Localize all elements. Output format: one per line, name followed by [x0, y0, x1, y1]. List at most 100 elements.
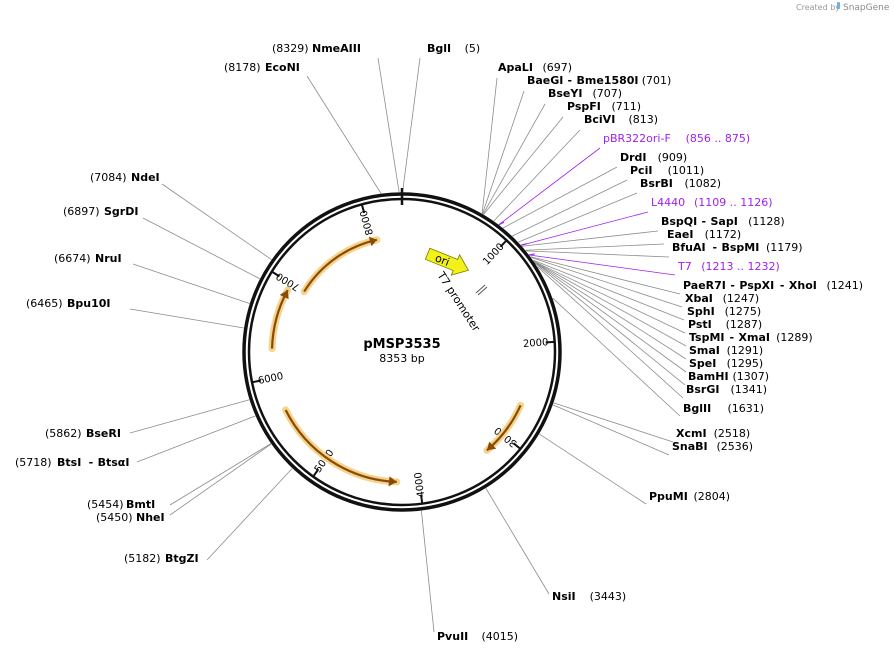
- site-position: (1213 .. 1232): [701, 260, 780, 273]
- orf-arrow-head: [486, 441, 497, 451]
- ori-arrow: [424, 247, 469, 276]
- site-name: BtgZI: [165, 552, 199, 565]
- site-eaei[interactable]: EaeI(1172): [667, 228, 741, 241]
- site-name: SgrDI: [104, 205, 138, 218]
- tick-label: 4000: [413, 471, 427, 498]
- site-bseri[interactable]: (5862)BseRI: [45, 427, 121, 440]
- site-position: (1307): [733, 370, 770, 383]
- site-drdi[interactable]: DrdI(909): [620, 151, 687, 164]
- site-position: (5454): [87, 498, 124, 511]
- site-name: BciVI: [584, 113, 615, 126]
- site-sphi[interactable]: SphI (1275): [687, 305, 761, 318]
- site-btgzi[interactable]: (5182)BtgZI: [124, 552, 199, 565]
- site-separator: -: [89, 456, 94, 469]
- leader-line: [521, 211, 649, 246]
- site-bseyi[interactable]: BseYI(707): [548, 87, 622, 100]
- orf-arrow: [303, 238, 378, 293]
- leader-line: [533, 261, 687, 347]
- site-apali[interactable]: ApaLI(697): [498, 61, 572, 74]
- site-bamhi[interactable]: BamHI(1307): [688, 370, 769, 383]
- site-name-3: XhoI: [789, 279, 817, 292]
- site-xcmi[interactable]: XcmI(2518): [676, 427, 750, 440]
- site-name-2: XmaI: [739, 331, 770, 344]
- leader-line: [485, 488, 550, 595]
- tick-mark: [272, 271, 280, 278]
- tick-label: 6000: [257, 371, 284, 387]
- site-btsi[interactable]: (5718)BtsI-BtsαI: [15, 456, 129, 469]
- leader-line: [402, 57, 421, 193]
- site-position: (707): [593, 87, 623, 100]
- leader-line: [377, 57, 400, 193]
- site-pbr322ori-f[interactable]: pBR322ori-F(856 .. 875): [603, 132, 750, 145]
- site-bsrbi[interactable]: BsrBI (1082): [640, 177, 721, 190]
- orf-arrow-glow: [282, 406, 401, 486]
- site-paer7i[interactable]: PaeR7I-PspXI-XhoI(1241): [683, 279, 863, 292]
- site-nsii[interactable]: NsiI(3443): [552, 590, 626, 603]
- site-nmeaiii[interactable]: (8329)NmeAIII: [272, 42, 361, 55]
- site-econi[interactable]: (8178)EcoNI: [224, 61, 300, 74]
- site-name: SphI: [687, 305, 715, 318]
- plasmid-name: pMSP3535: [363, 337, 440, 352]
- backbone-ring: [242, 188, 562, 512]
- site-ndei[interactable]: (7084)NdeI: [90, 171, 160, 184]
- site-l4440[interactable]: L4440(1109 .. 1126): [651, 196, 773, 209]
- site-bglii[interactable]: BglII(1631): [683, 402, 764, 415]
- site-name: PvuII: [437, 630, 468, 643]
- site-nhei[interactable]: (5450)NheI: [96, 511, 165, 524]
- site-psti[interactable]: PstI(1287): [688, 318, 762, 331]
- site-ppumi[interactable]: PpuMI(2804): [649, 490, 730, 503]
- site-separator: -: [730, 331, 735, 344]
- site-bspqi[interactable]: BspQI-SapI(1128): [661, 215, 785, 228]
- site-bgli[interactable]: BglI (5): [427, 42, 480, 55]
- site-name: BsrBI: [640, 177, 673, 190]
- primer-mark: [521, 243, 527, 246]
- site-name: BmtI: [126, 498, 155, 511]
- site-t7[interactable]: T7(1213 .. 1232): [677, 260, 780, 273]
- site-smai[interactable]: SmaI(1291): [689, 344, 763, 357]
- site-bcivi[interactable]: BciVI(813): [584, 113, 658, 126]
- leader-line: [532, 259, 685, 321]
- site-bpu10i[interactable]: (6465)Bpu10I: [26, 297, 111, 310]
- site-xbai[interactable]: XbaI(1247): [685, 292, 759, 305]
- site-name: EaeI: [667, 228, 694, 241]
- site-position: (1341): [731, 383, 768, 396]
- site-nrui[interactable]: (6674)NruI: [54, 252, 122, 265]
- site-snabi[interactable]: SnaBI(2536): [672, 440, 753, 453]
- snapgene-logo-icon: [837, 2, 840, 9]
- site-separator: -: [713, 241, 718, 254]
- tick-mark: [420, 494, 424, 503]
- site-separator: -: [568, 74, 573, 87]
- site-bfuai[interactable]: BfuAI-BspMI(1179): [672, 241, 803, 254]
- site-position: (2536): [717, 440, 754, 453]
- site-position: (5): [465, 42, 481, 55]
- site-bsrgi[interactable]: BsrGI(1341): [686, 383, 767, 396]
- site-baegi[interactable]: BaeGI-Bme1580I(701): [527, 74, 671, 87]
- primer-mark: [529, 253, 535, 256]
- site-position: (1287): [726, 318, 763, 331]
- leader-line: [529, 254, 676, 276]
- promoter-mark: [477, 286, 488, 296]
- site-tspmi[interactable]: TspMI-XmaI(1289): [689, 331, 813, 344]
- site-sgrdi[interactable]: (6897) SgrDI: [63, 205, 138, 218]
- site-labels[interactable]: (8329)NmeAIII BglI (5) (8178)EcoNI ApaLI(697…: [15, 42, 863, 643]
- ori-feature[interactable]: ori: [423, 244, 472, 281]
- snapgene-credit: Created by SnapGene: [796, 2, 890, 13]
- site-name-2: BtsαI: [98, 456, 130, 469]
- leader-line: [132, 263, 250, 304]
- leader-line: [142, 217, 260, 280]
- site-pspfi[interactable]: PspFI(711): [567, 100, 641, 113]
- site-pvuii[interactable]: PvuII(4015): [437, 630, 518, 643]
- site-position: (6897): [63, 205, 100, 218]
- orf-arrow-glow: [300, 236, 381, 296]
- leader-line: [553, 402, 674, 443]
- site-position: (1275): [725, 305, 762, 318]
- site-position: (697): [543, 61, 573, 74]
- leader-line: [493, 129, 581, 222]
- site-pcii[interactable]: PciI(1011): [630, 164, 704, 177]
- site-name: BglI: [427, 42, 451, 55]
- site-name-2: BspMI: [722, 241, 760, 254]
- site-bmti[interactable]: (5454)BmtI: [87, 498, 155, 511]
- site-position: (1082): [685, 177, 722, 190]
- map-center: pMSP3535 8353 bp: [363, 337, 440, 365]
- site-spei[interactable]: SpeI(1295): [689, 357, 763, 370]
